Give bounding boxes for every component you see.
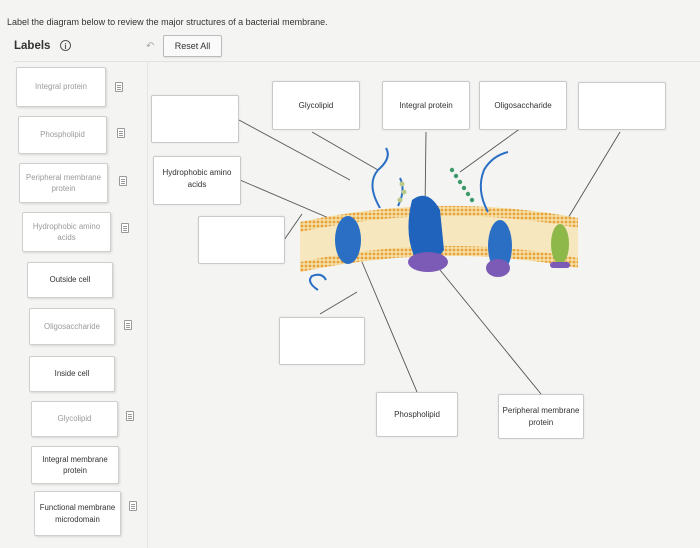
drop-target-empty-1[interactable] — [151, 95, 239, 143]
oligosaccharide-beads — [449, 167, 475, 203]
document-icon[interactable] — [115, 82, 123, 92]
drop-target-empty-3[interactable] — [198, 216, 285, 264]
label-tile-inside-cell[interactable]: Inside cell — [29, 356, 115, 392]
label-tile-integral-protein[interactable]: Integral protein — [16, 67, 106, 107]
microdomain — [550, 224, 570, 268]
document-icon[interactable] — [117, 128, 125, 138]
reset-all-button[interactable]: Reset All — [163, 35, 222, 57]
document-icon[interactable] — [119, 176, 127, 186]
header-divider — [14, 61, 700, 62]
drop-target-empty-2[interactable] — [578, 82, 666, 130]
label-tile-integral-membrane-protein[interactable]: Integral membrane protein — [31, 446, 119, 484]
drop-target-hydrophobic-amino-acids[interactable]: Hydrophobic amino acids — [153, 156, 241, 205]
document-icon[interactable] — [129, 501, 137, 511]
label-tile-glycolipid[interactable]: Glycolipid — [31, 401, 118, 437]
label-tile-hydrophobic-amino-acids[interactable]: Hydrophobic amino acids — [22, 212, 111, 252]
label-tile-phospholipid[interactable]: Phospholipid — [18, 116, 107, 154]
integral-proteins — [335, 195, 512, 272]
undo-arrow-icon[interactable]: ↶ — [146, 41, 155, 52]
peripheral-proteins — [408, 252, 510, 277]
label-tile-functional-membrane-microdomain[interactable]: Functional membrane microdomain — [34, 491, 121, 536]
panel-divider — [147, 61, 148, 548]
carbohydrate-chains — [309, 147, 509, 291]
label-tile-peripheral-membrane-protein[interactable]: Peripheral membrane protein — [19, 163, 108, 203]
drop-target-oligosaccharide[interactable]: Oligosaccharide — [479, 81, 567, 130]
info-icon[interactable]: i — [60, 40, 71, 51]
document-icon[interactable] — [126, 411, 134, 421]
drop-target-empty-4[interactable] — [279, 317, 365, 365]
label-tile-outside-cell[interactable]: Outside cell — [27, 262, 113, 298]
drop-target-phospholipid[interactable]: Phospholipid — [376, 392, 458, 437]
drop-target-integral-protein[interactable]: Integral protein — [382, 81, 470, 130]
leader-lines — [238, 119, 621, 395]
drop-target-glycolipid[interactable]: Glycolipid — [272, 81, 360, 130]
document-icon[interactable] — [121, 223, 129, 233]
document-icon[interactable] — [124, 320, 132, 330]
labels-title: Labels — [14, 40, 51, 52]
drop-target-peripheral-membrane-protein[interactable]: Peripheral membrane protein — [498, 394, 584, 439]
label-tile-oligosaccharide[interactable]: Oligosaccharide — [29, 308, 115, 345]
sugar-beads — [397, 181, 407, 203]
instruction-text: Label the diagram below to review the ma… — [7, 17, 328, 27]
